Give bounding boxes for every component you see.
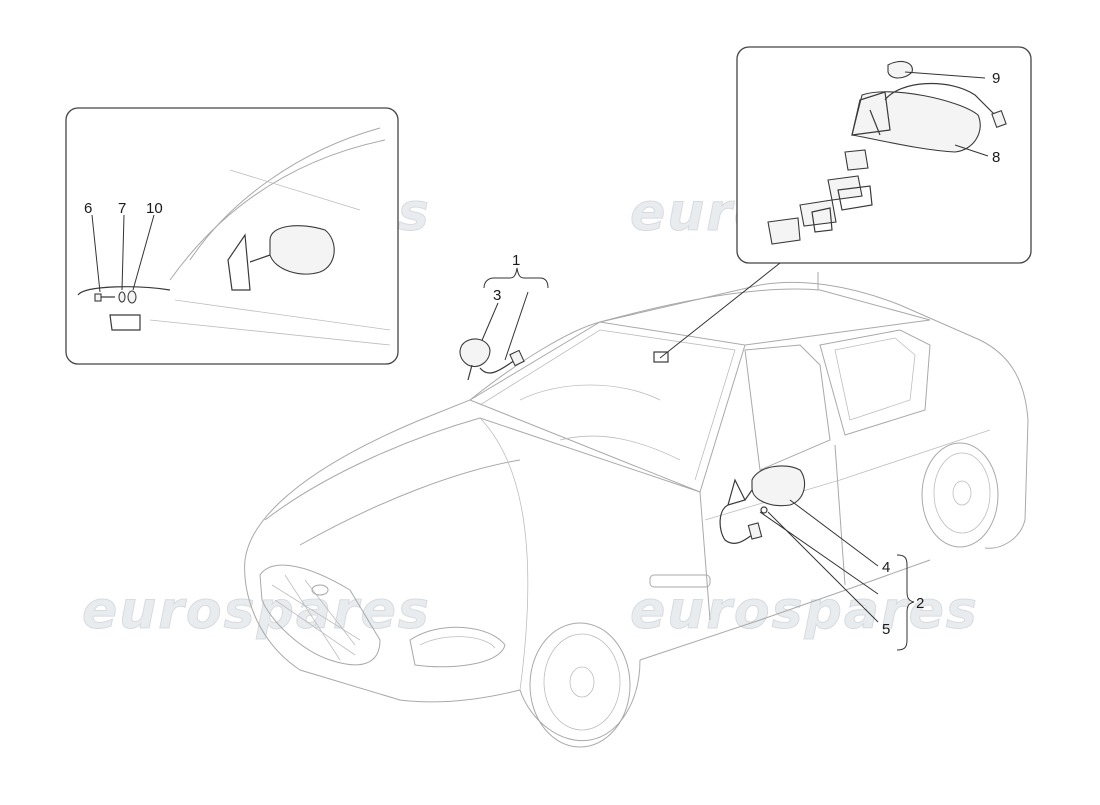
callout-6: 6 xyxy=(84,200,92,217)
interior-mirror-group: 1 3 xyxy=(459,252,549,381)
bracket-1 xyxy=(483,267,549,289)
nut-10-icon xyxy=(127,290,137,304)
mirror-cap-9 xyxy=(887,60,913,79)
washer-7-icon xyxy=(118,291,126,303)
interior-mirror-part xyxy=(459,338,491,368)
mirror-housing-8 xyxy=(851,91,981,153)
inset-mirror-base xyxy=(227,233,251,291)
callout-1: 1 xyxy=(512,252,520,269)
callout-2: 2 xyxy=(916,595,924,612)
callout-10: 10 xyxy=(146,200,163,217)
inset-mount-detail: 6 7 10 xyxy=(65,107,399,365)
exterior-mirror-group: 4 5 2 xyxy=(719,465,924,651)
callout-9: 9 xyxy=(992,70,1000,87)
callout-5: 5 xyxy=(882,621,890,638)
callout-7: 7 xyxy=(118,200,126,217)
watermark-bottom-left: eurospares xyxy=(82,581,431,641)
bracket-2 xyxy=(896,554,915,651)
inset-mirror-glass xyxy=(269,225,335,275)
watermark-bottom-right: eurospares xyxy=(630,581,979,641)
callout-8: 8 xyxy=(992,149,1000,166)
exterior-mirror-part xyxy=(751,465,806,507)
car-illustration xyxy=(244,272,1029,748)
inset-mirror-exploded: 9 8 xyxy=(653,46,1032,363)
callout-3: 3 xyxy=(493,287,501,304)
callout-4: 4 xyxy=(882,559,890,576)
